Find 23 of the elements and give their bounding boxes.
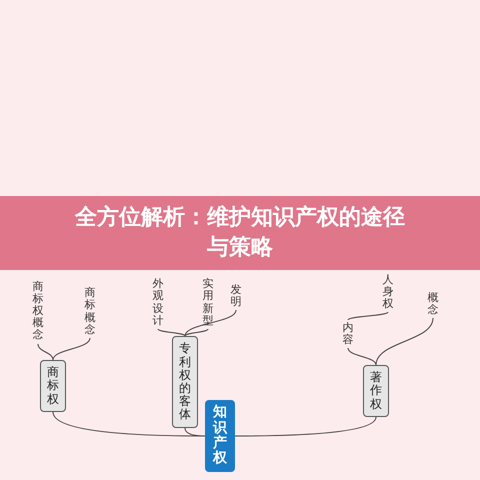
subtopic-label: 商标权概念 [30,278,46,344]
connector-line [348,312,388,320]
title: 全方位解析：维护知识产权的途径与策略 [75,204,405,262]
subtopic-label: 人身权 [380,272,396,312]
subtopic-label: 外观设计 [150,276,166,329]
connector-line [376,318,434,366]
connector-line [38,344,54,360]
connector-line [184,328,208,336]
subtopic-label: 概念 [425,290,441,318]
subtopic-label: 发明 [228,282,244,310]
subtopic-label: 商标概念 [82,285,98,338]
subtopic-label: 内容 [340,320,356,348]
root-topic-box: 知识产权 [205,400,235,472]
connector-line [184,428,206,436]
connector-line [52,338,90,360]
connector-line [184,310,236,336]
subtopic-label: 实用新型 [200,276,216,329]
branch-topic-box: 专利权的客体 [172,336,198,428]
branch-topic-box: 商标权 [40,360,66,412]
connector-line [158,328,186,336]
branch-topic-box: 著作权 [363,365,389,417]
connector-line [348,348,376,366]
connector-line [234,416,376,436]
